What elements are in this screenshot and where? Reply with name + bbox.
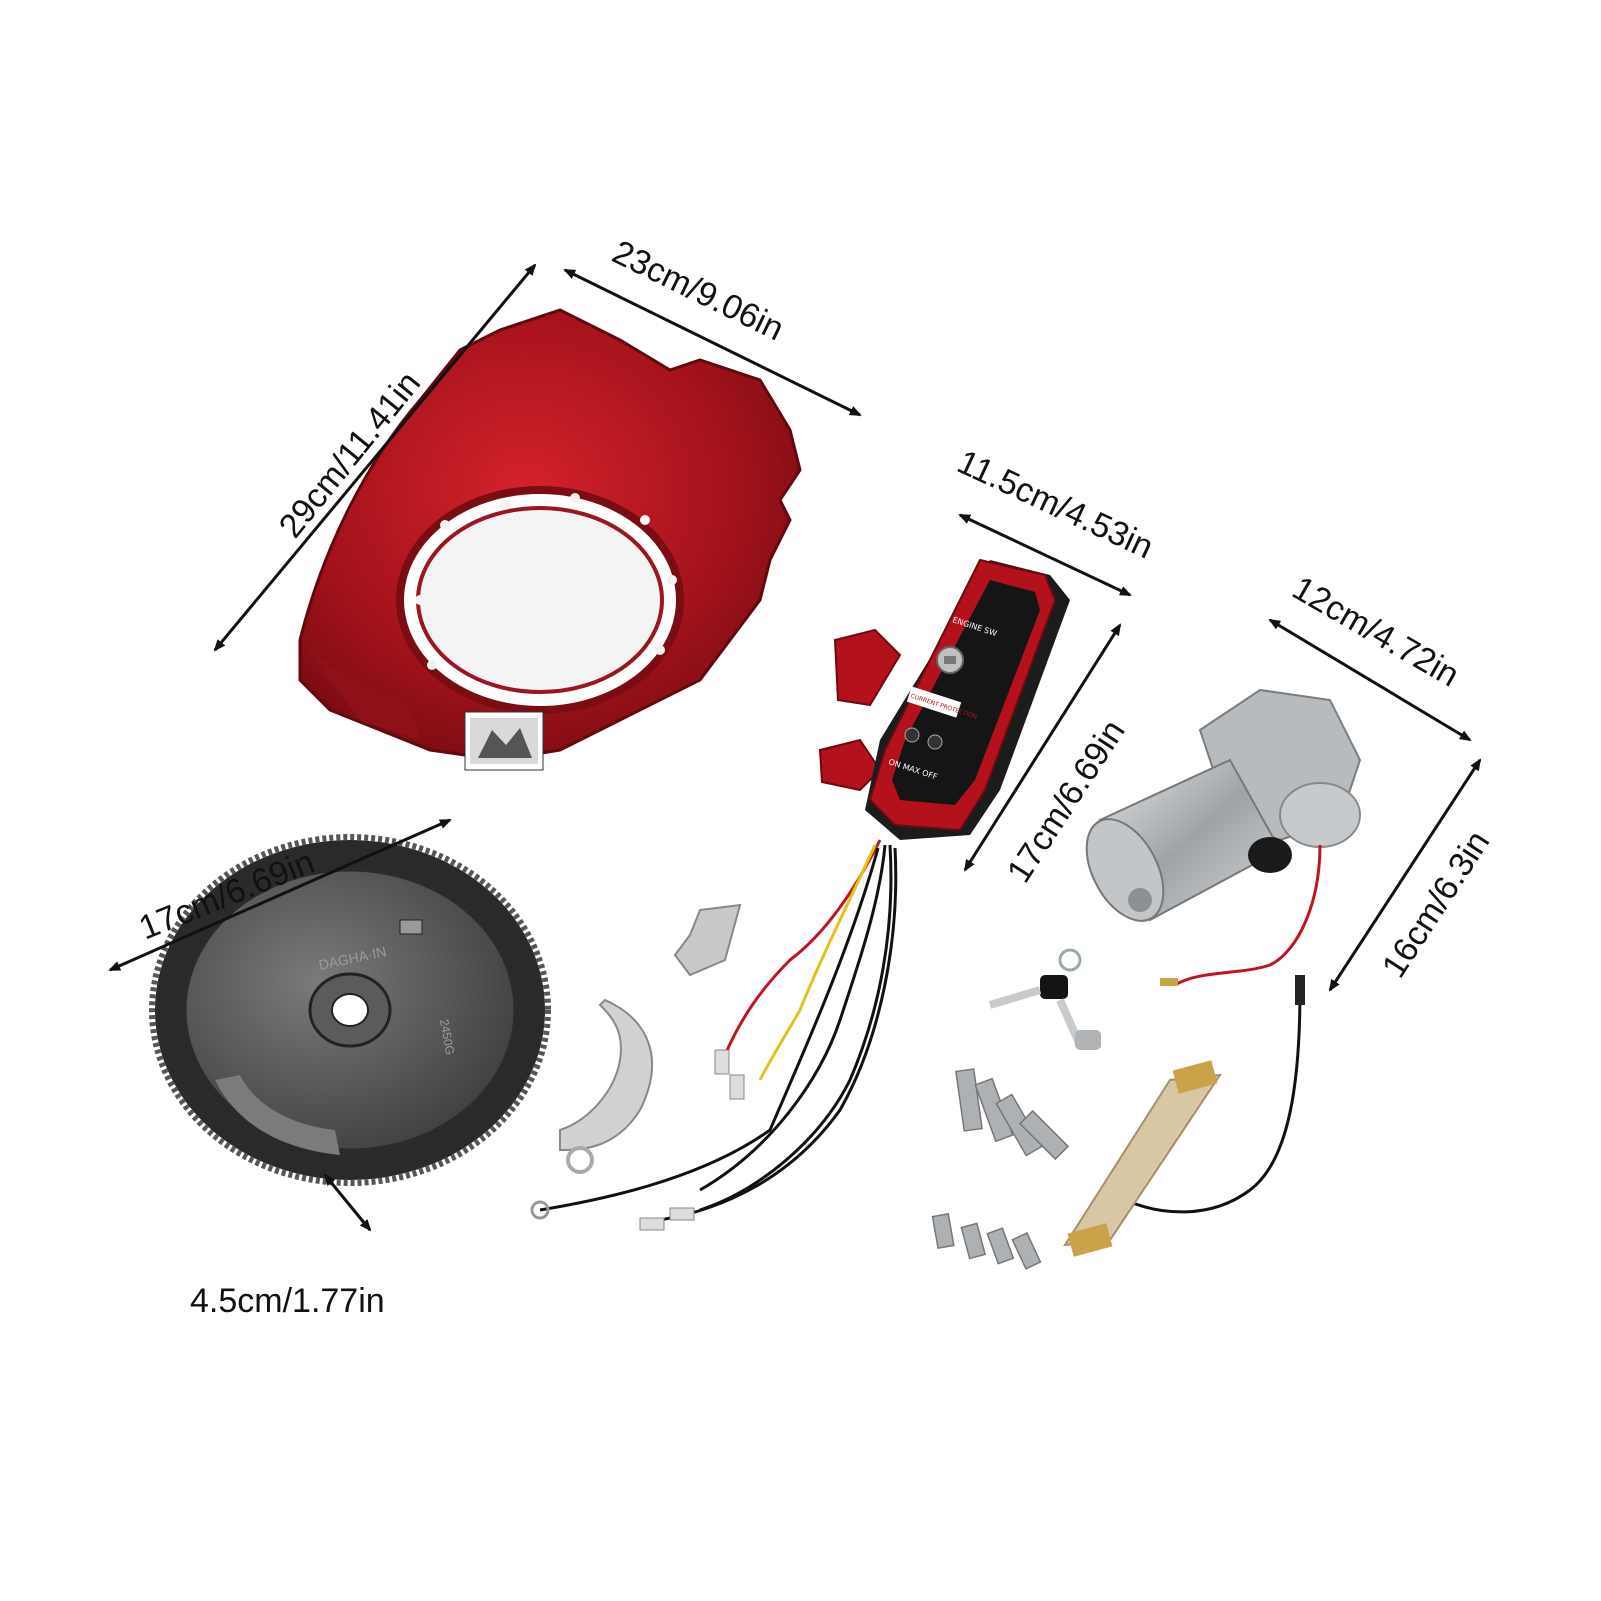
resistor xyxy=(1063,1060,1223,1257)
flywheel-part-number: 2450G xyxy=(437,1018,457,1056)
label-switch-width: 11.5cm/4.53in xyxy=(952,443,1159,567)
label-starter-height: 16cm/6.3in xyxy=(1375,824,1497,984)
arrow-starter-height xyxy=(1328,758,1482,992)
label-shroud-width: 23cm/9.06in xyxy=(606,233,789,348)
blower-shroud xyxy=(298,308,802,771)
dimension-arrows xyxy=(108,263,1482,1232)
bolts xyxy=(931,1068,1070,1270)
ignition-keys xyxy=(988,948,1101,1050)
label-starter-width: 12cm/4.72in xyxy=(1286,569,1465,695)
wiring-harness xyxy=(530,839,898,1231)
arrow-flywheel-diameter xyxy=(108,818,452,972)
metal-brackets xyxy=(559,903,742,1174)
switch-box: ENGINE SW CURRENT PROTECTION ON MAX OFF xyxy=(818,558,1070,840)
arrow-starter-width xyxy=(1268,618,1472,742)
arrow-shroud-width xyxy=(563,268,862,417)
arrow-switch-height xyxy=(963,623,1122,872)
arrow-flywheel-thickness xyxy=(323,1173,372,1232)
starter-motor xyxy=(1085,688,1362,1214)
arrow-switch-width xyxy=(958,513,1132,597)
arrow-shroud-height xyxy=(213,263,537,652)
label-flywheel-thickness: 4.5cm/1.77in xyxy=(190,1282,385,1320)
